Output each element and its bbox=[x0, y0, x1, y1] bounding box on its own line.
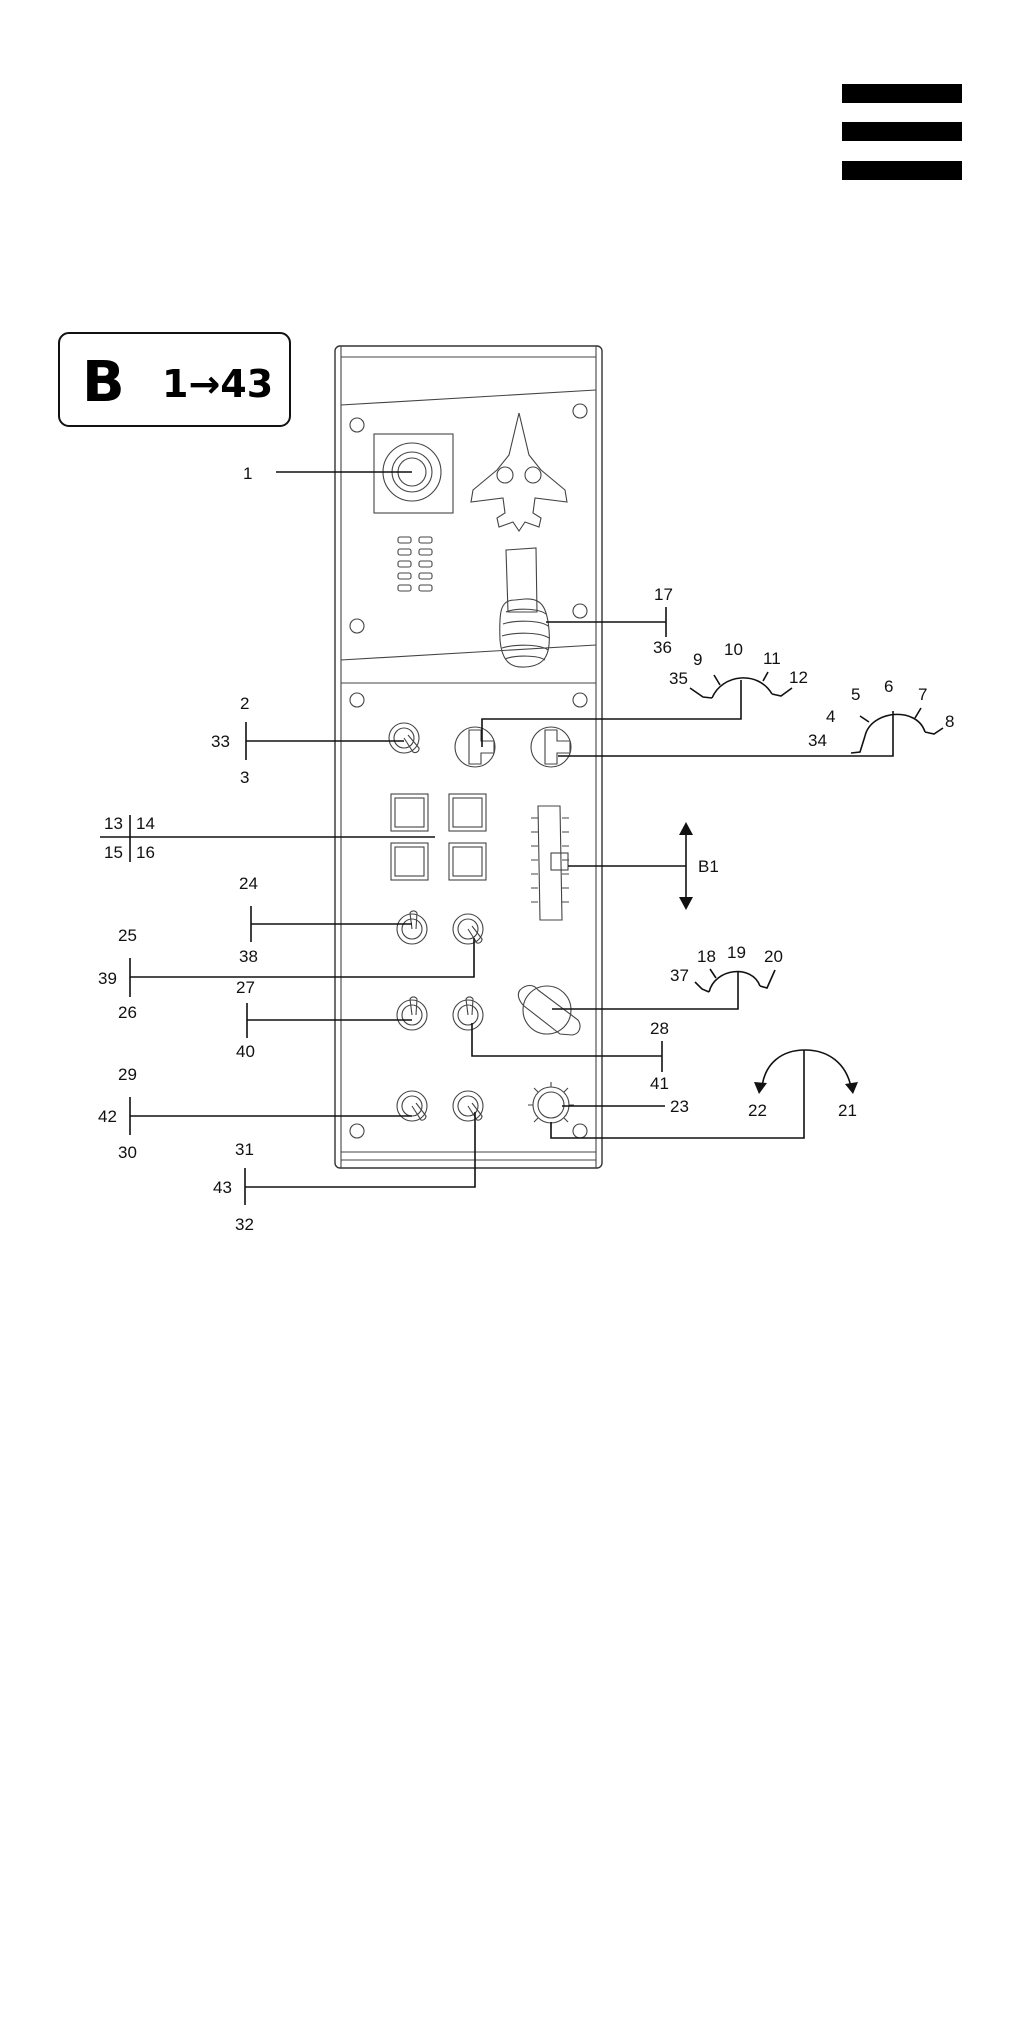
callout-1: 1 bbox=[243, 464, 252, 483]
control-panel bbox=[335, 346, 602, 1168]
callout-33: 33 bbox=[211, 732, 230, 751]
callout-20: 20 bbox=[764, 947, 783, 966]
callout-42: 42 bbox=[98, 1107, 117, 1126]
callout-38: 38 bbox=[239, 947, 258, 966]
callout-9: 9 bbox=[693, 650, 702, 669]
callout-24: 24 bbox=[239, 874, 258, 893]
dial-scale-6 bbox=[851, 708, 943, 753]
callout-39: 39 bbox=[98, 969, 117, 988]
callout-b1: B1 bbox=[698, 857, 719, 876]
toggle-switch-1 bbox=[389, 723, 419, 753]
callout-7: 7 bbox=[918, 685, 927, 704]
hamburger-menu-icon[interactable] bbox=[842, 84, 962, 180]
callout-4: 4 bbox=[826, 707, 835, 726]
callout-16: 16 bbox=[136, 843, 155, 862]
callout-22: 22 bbox=[748, 1101, 767, 1120]
toggle-switch-3 bbox=[453, 914, 483, 944]
callout-13: 13 bbox=[104, 814, 123, 833]
callout-14: 14 bbox=[136, 814, 155, 833]
callout-12: 12 bbox=[789, 668, 808, 687]
callout-32: 32 bbox=[235, 1215, 254, 1234]
callout-29: 29 bbox=[118, 1065, 137, 1084]
callout-6: 6 bbox=[884, 677, 893, 696]
callout-26: 26 bbox=[118, 1003, 137, 1022]
callout-34: 34 bbox=[808, 731, 827, 750]
dial-scale-19 bbox=[695, 969, 775, 992]
callout-10: 10 bbox=[724, 640, 743, 659]
badge-letter: B bbox=[82, 350, 125, 415]
callout-30: 30 bbox=[118, 1143, 137, 1162]
callout-11: 11 bbox=[763, 649, 781, 668]
callout-5: 5 bbox=[851, 685, 860, 704]
callout-15: 15 bbox=[104, 843, 123, 862]
callout-17: 17 bbox=[654, 585, 673, 604]
section-badge: B 1→43 bbox=[59, 333, 290, 426]
callout-35: 35 bbox=[669, 669, 688, 688]
callout-40: 40 bbox=[236, 1042, 255, 1061]
callout-8: 8 bbox=[945, 712, 954, 731]
badge-range: 1→43 bbox=[162, 362, 273, 406]
callout-18: 18 bbox=[697, 947, 716, 966]
callout-2: 2 bbox=[240, 694, 249, 713]
toggle-switch-7 bbox=[453, 1091, 483, 1121]
callout-25: 25 bbox=[118, 926, 137, 945]
callout-36: 36 bbox=[653, 638, 672, 657]
callout-37: 37 bbox=[670, 966, 689, 985]
callout-31: 31 bbox=[235, 1140, 254, 1159]
callout-21: 21 bbox=[838, 1101, 857, 1120]
callout-19: 19 bbox=[727, 943, 746, 962]
callout-27: 27 bbox=[236, 978, 255, 997]
callout-43: 43 bbox=[213, 1178, 232, 1197]
callout-3: 3 bbox=[240, 768, 249, 787]
callout-23: 23 bbox=[670, 1097, 689, 1116]
callout-28: 28 bbox=[650, 1019, 669, 1038]
callout-41: 41 bbox=[650, 1074, 669, 1093]
